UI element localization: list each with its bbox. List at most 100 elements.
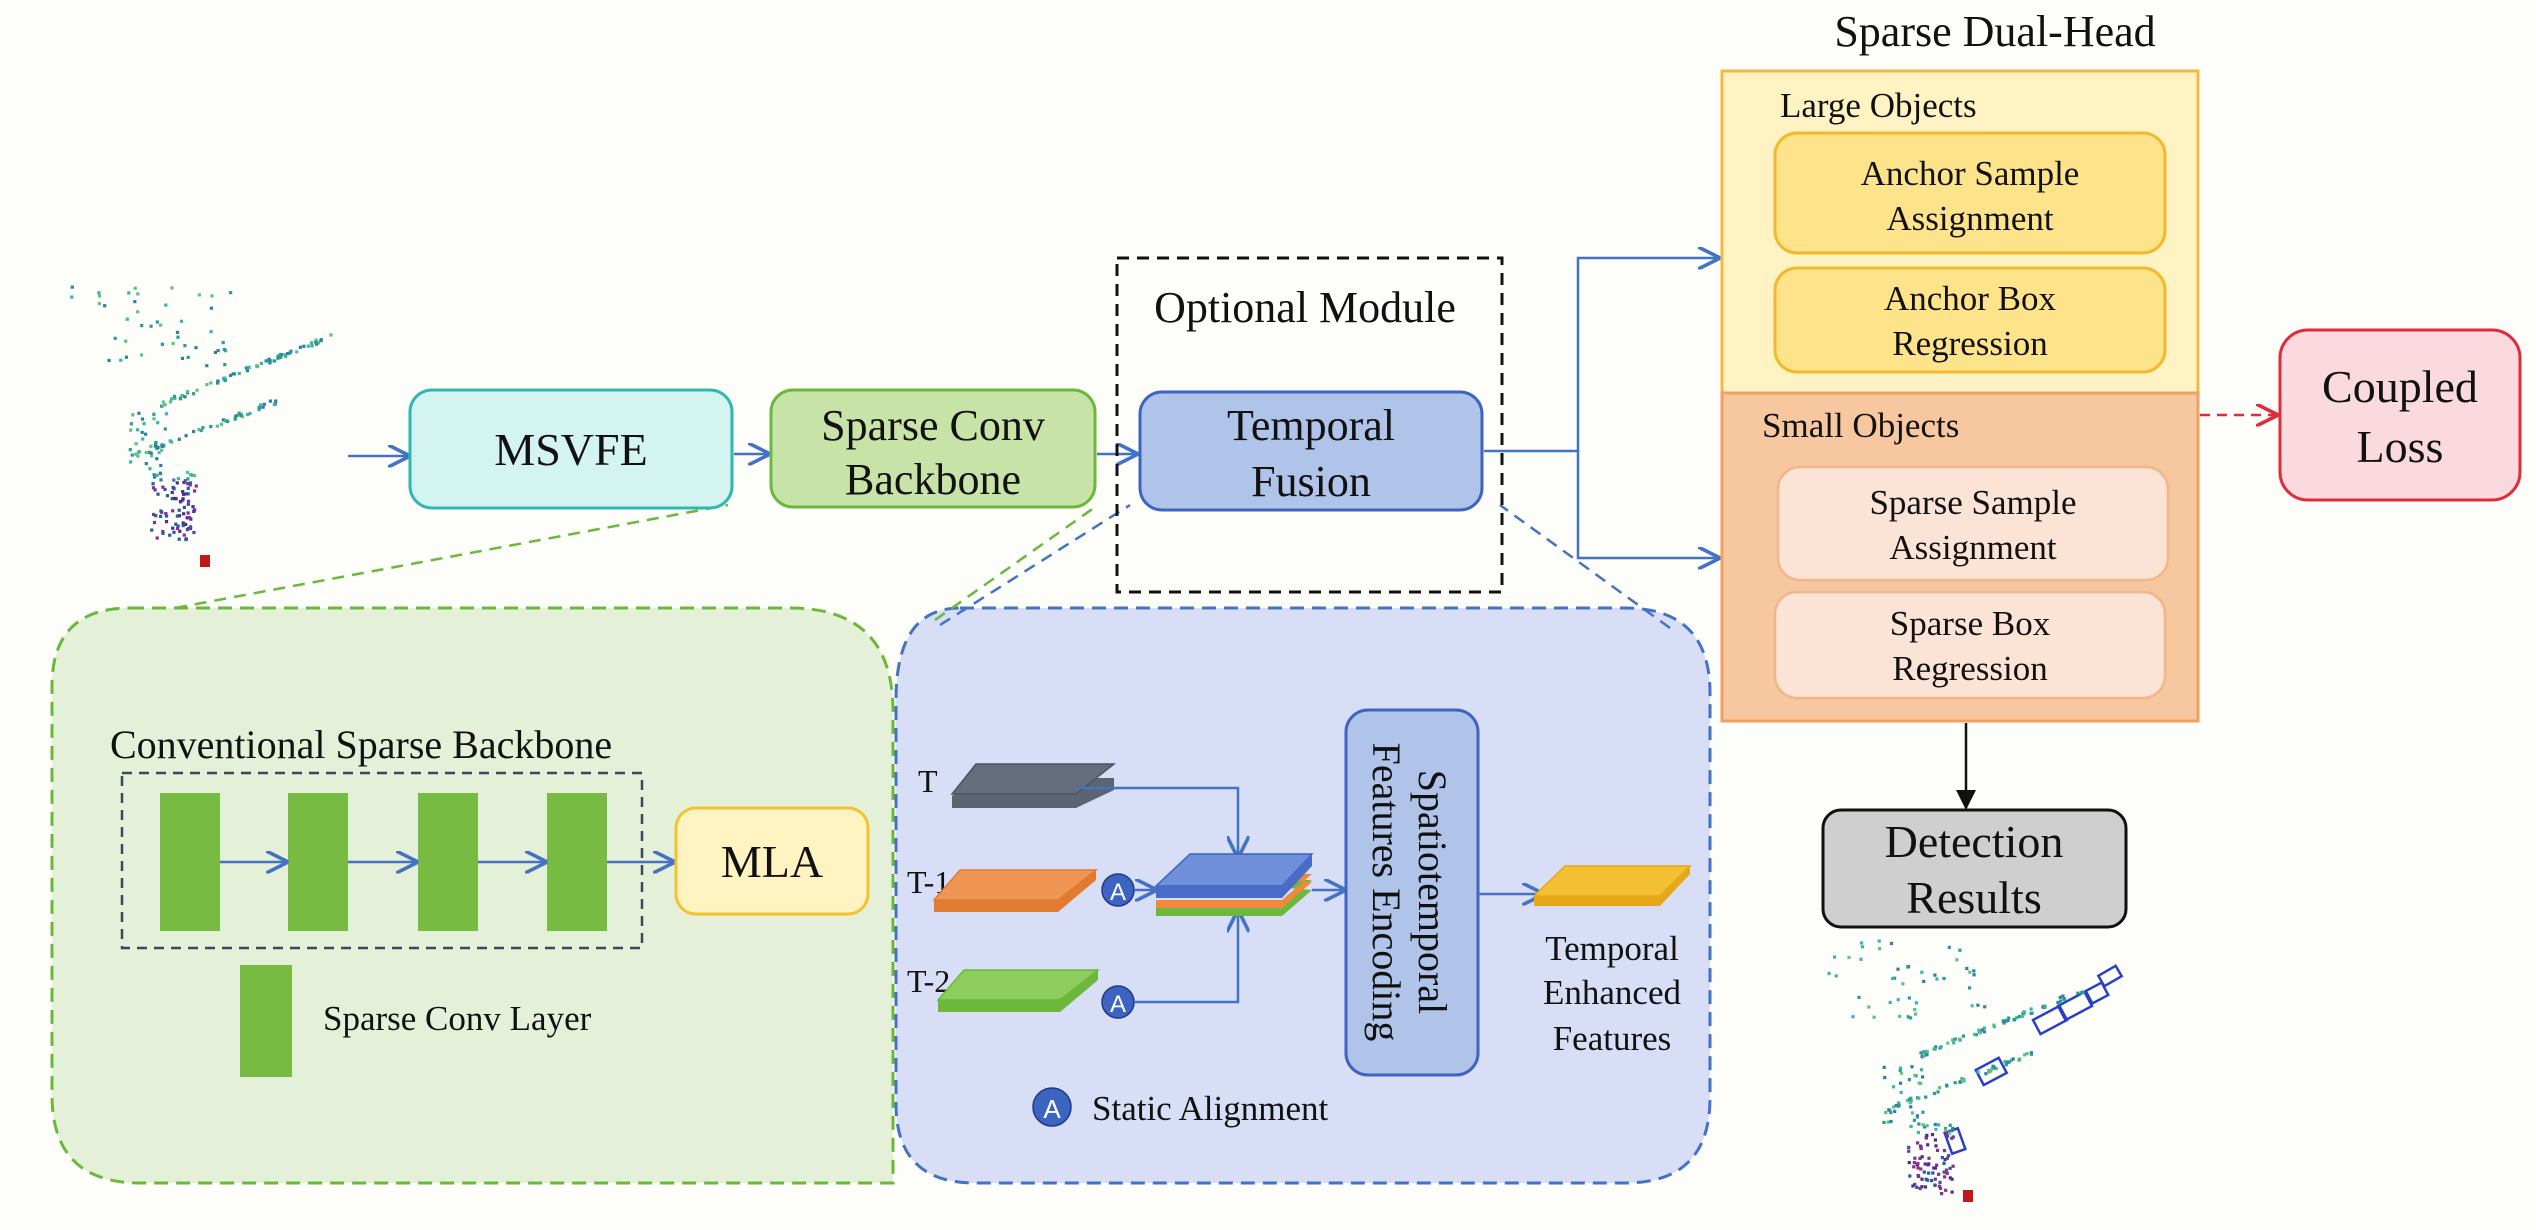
lidar-point [1913, 1182, 1917, 1186]
lidar-point [2029, 1007, 2033, 1011]
lidar-point [1933, 1177, 1937, 1181]
lidar-point [139, 353, 144, 357]
msvfe-box [408, 388, 734, 510]
lidar-point [129, 422, 134, 426]
lidar-point [144, 462, 148, 466]
mla-label: MLA [721, 836, 823, 887]
lidar-point [244, 366, 248, 370]
lidar-point [229, 291, 233, 295]
conv-layer-4 [547, 793, 607, 931]
lidar-point [201, 426, 205, 430]
lidar-point [161, 485, 165, 489]
lidar-point [1883, 1076, 1887, 1080]
coupled-loss-box [2278, 328, 2522, 502]
lidar-point [124, 339, 128, 343]
lidar-point [182, 512, 186, 516]
lidar-point [2022, 1010, 2026, 1014]
zoom-line-fusion-right [1499, 503, 1671, 630]
lidar-point [1933, 1047, 1937, 1051]
lidar-point [170, 490, 174, 495]
lidar-point [175, 330, 180, 334]
feature-map-t-1-edge [934, 870, 1096, 912]
lidar-point [1889, 941, 1894, 946]
conv-layer-3 [418, 793, 478, 931]
static-alignment-legend-symbol: A [1043, 1094, 1061, 1124]
lidar-point [2009, 1058, 2013, 1062]
output-label-line2: Enhanced [1543, 973, 1681, 1012]
lidar-point [1920, 970, 1924, 974]
lidar-point [237, 411, 241, 415]
lidar-point [1892, 1105, 1896, 1109]
lidar-point [103, 304, 107, 308]
anchor-sample-line2: Assignment [1886, 199, 2054, 238]
lidar-point [140, 417, 145, 421]
lidar-point [1938, 1186, 1943, 1190]
lidar-point [1924, 1095, 1928, 1099]
anchor-sample-line1: Anchor Sample [1861, 154, 2080, 193]
lidar-point [1923, 1162, 1927, 1166]
lidar-point [170, 286, 174, 290]
lidar-point [161, 400, 165, 404]
lidar-point [1889, 1111, 1893, 1115]
lidar-point [181, 497, 185, 501]
lidar-point [113, 336, 117, 340]
lidar-point [1930, 1179, 1934, 1183]
lidar-point [1896, 967, 1900, 971]
lidar-point [1950, 1177, 1954, 1181]
lidar-point [257, 408, 261, 412]
lidar-point [1946, 1041, 1950, 1045]
lidar-point [1913, 1008, 1917, 1012]
lidar-point [176, 524, 180, 528]
lidar-point [1925, 1133, 1929, 1137]
lidar-point [1884, 1111, 1888, 1115]
lidar-point [187, 499, 191, 503]
lidar-point [182, 505, 186, 509]
lidar-point [1951, 1164, 1955, 1168]
lidar-point [1912, 1165, 1916, 1169]
lidar-point [1917, 1174, 1921, 1179]
lidar-point [156, 492, 160, 496]
lidar-point [188, 516, 192, 520]
lidar-point [1934, 1127, 1938, 1131]
lidar-point [141, 437, 145, 441]
align-symbol-t-1: A [1110, 879, 1126, 906]
lidar-point [194, 484, 198, 488]
lidar-point [1908, 1097, 1912, 1101]
lidar-point [154, 440, 158, 445]
lidar-point [181, 521, 185, 525]
lidar-point [178, 397, 182, 401]
lidar-point [165, 514, 169, 518]
lidar-point [239, 413, 243, 417]
lidar-point [180, 394, 184, 398]
lidar-point [2006, 1060, 2010, 1064]
lidar-point [97, 302, 101, 306]
lidar-point [1923, 1050, 1927, 1054]
lidar-point [192, 530, 196, 535]
lidar-point [182, 533, 186, 537]
lidar-point [151, 482, 155, 486]
lidar-point [1925, 1124, 1929, 1128]
lidar-point [178, 529, 182, 533]
lidar-point [1968, 986, 1972, 990]
lidar-point [1907, 1149, 1911, 1153]
lidar-point [1934, 1144, 1938, 1148]
output-label-line1: Temporal [1545, 929, 1679, 968]
lidar-point [178, 499, 183, 504]
lidar-point [1932, 1091, 1936, 1095]
lidar-point [189, 473, 193, 477]
lidar-point [131, 413, 135, 417]
lidar-point [152, 473, 156, 477]
lidar-point [1922, 1170, 1926, 1174]
lidar-point [1942, 1161, 1946, 1165]
lidar-point [127, 291, 131, 295]
dual-head-title: Sparse Dual-Head [1834, 7, 2155, 56]
lidar-point [192, 509, 196, 513]
lidar-point [1960, 1077, 1964, 1081]
lidar-point [1919, 1051, 1923, 1055]
lidar-point [1907, 1161, 1911, 1165]
lidar-point [276, 354, 281, 358]
lidar-point [172, 394, 177, 398]
optional-module-frame [1115, 256, 1504, 594]
conv-layer-legend-swatch [240, 965, 292, 1077]
